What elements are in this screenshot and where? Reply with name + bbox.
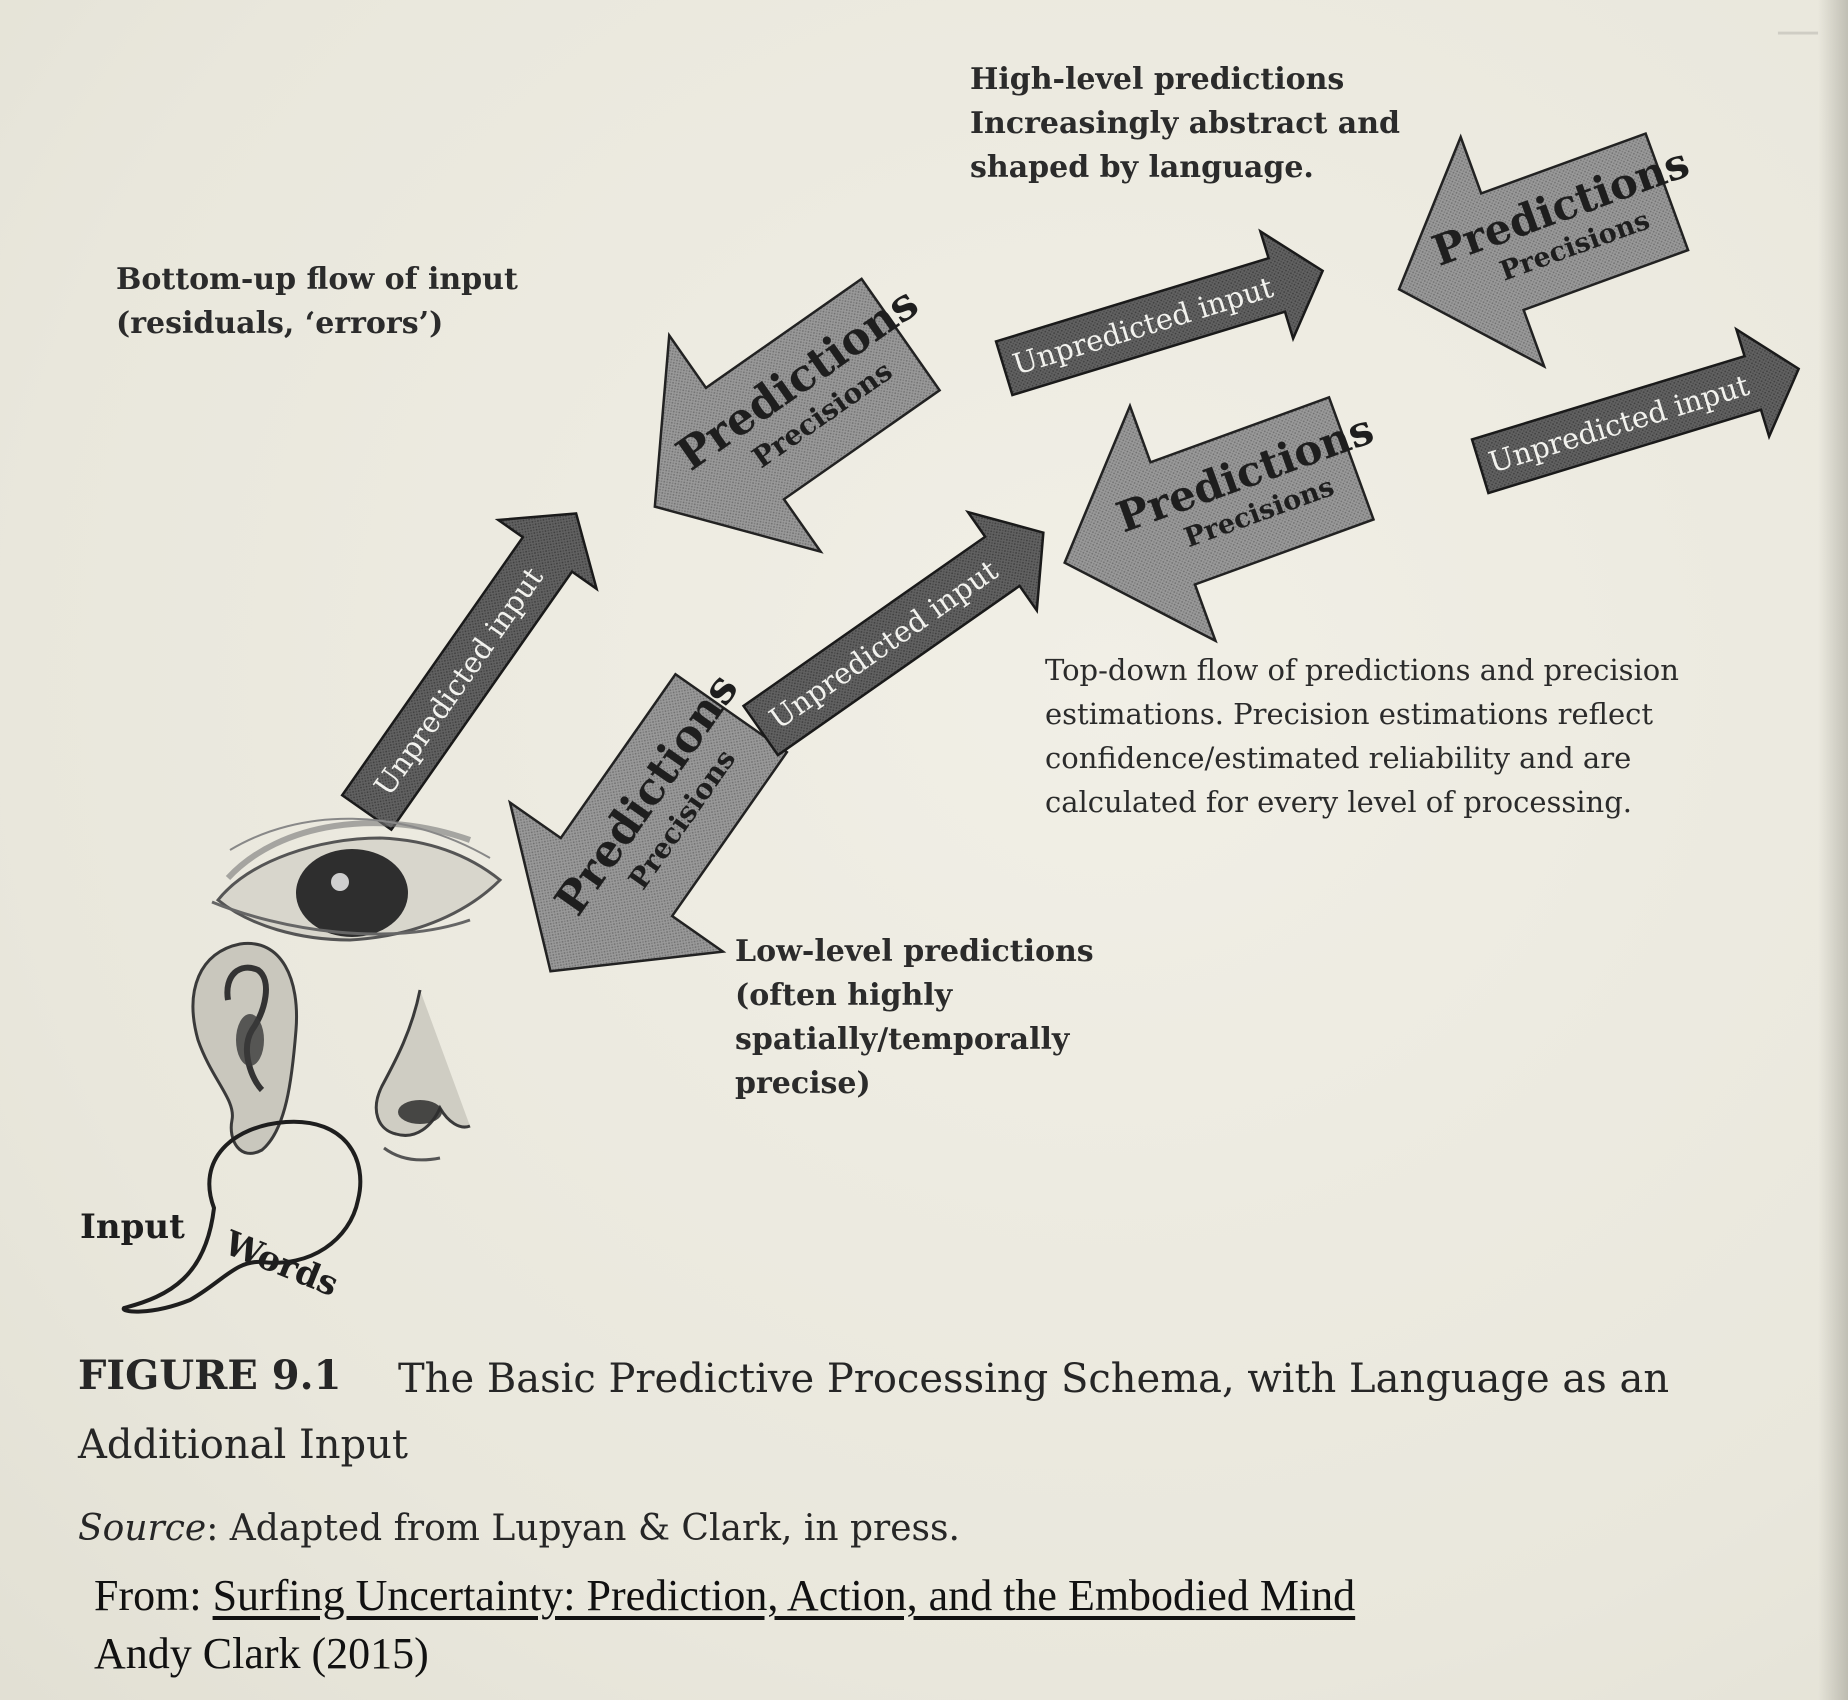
prediction-arrow-upper-middle: Predictions Precisions — [653, 277, 942, 554]
words-label: Words — [218, 1223, 344, 1305]
author-year: Andy Clark (2015) — [94, 1629, 429, 1678]
attribution-from: From: Surfing Uncertainty: Prediction, A… — [94, 1570, 1355, 1621]
input-label: Input — [80, 1207, 185, 1247]
prediction-arrow-top-right: Predictions Precisions — [1397, 131, 1695, 369]
low-level-label: Low-level predictions (often highly spat… — [735, 934, 1094, 1101]
unpredicted-label: Unpredicted input — [367, 561, 550, 802]
book-title: Surfing Uncertainty: Prediction, Action,… — [212, 1571, 1356, 1620]
source-text: : Adapted from Lupyan & Clark, in press. — [206, 1508, 960, 1549]
figure-title: The Basic Predictive Processing Schema, … — [78, 1356, 1670, 1468]
unpredicted-label: Unpredicted input — [763, 553, 1004, 736]
bottom-up-label: Bottom-up flow of input (residuals, ‘err… — [116, 262, 518, 341]
unpredicted-arrow-left: Unpredicted input — [340, 512, 599, 832]
speech-bubble-icon — [121, 1119, 363, 1314]
top-down-label: Top-down flow of predictions and precisi… — [1045, 653, 1679, 819]
unpredicted-arrow-top: Unpredicted input — [994, 228, 1325, 397]
nose-icon — [374, 989, 471, 1162]
page-edge-shadow — [1818, 0, 1848, 1700]
prediction-arrow-middle: Predictions Precisions — [1063, 395, 1380, 644]
eye-icon — [211, 817, 503, 942]
figure-source: Source: Adapted from Lupyan & Clark, in … — [78, 1508, 960, 1549]
from-label: From: — [94, 1571, 202, 1620]
figure-number: FIGURE 9.1 — [78, 1352, 342, 1399]
ear-icon — [191, 941, 299, 1155]
source-label: Source — [78, 1508, 207, 1549]
high-level-label: High-level predictions Increasingly abst… — [970, 62, 1400, 185]
